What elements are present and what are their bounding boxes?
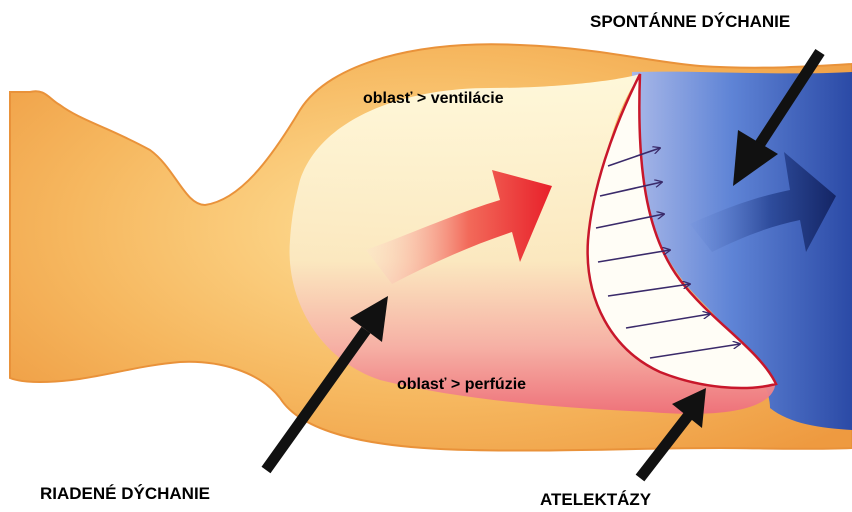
label-perfusion-region: oblasť > perfúzie	[397, 376, 526, 394]
label-ventilation-region: oblasť > ventilácie	[363, 90, 504, 108]
label-controlled-breathing: RIADENÉ DÝCHANIE	[40, 484, 210, 504]
label-spontaneous-breathing: SPONTÁNNE DÝCHANIE	[590, 12, 790, 32]
label-atelectasis: ATELEKTÁZY	[540, 490, 651, 510]
